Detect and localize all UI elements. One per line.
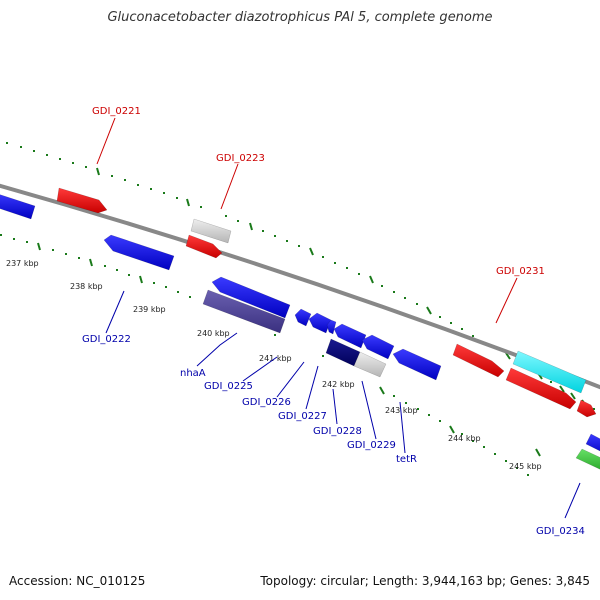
gene-gdi-0229[interactable] — [361, 334, 395, 360]
tick-label: 240 kbp — [197, 329, 230, 338]
label-gdi-0222: GDI_0222 — [82, 334, 131, 345]
gene-gdi-0235[interactable] — [585, 433, 600, 456]
tick-label: 244 kbp — [448, 434, 481, 443]
reverse-callouts — [105, 290, 581, 519]
gene-gdi-0229b[interactable] — [353, 351, 387, 378]
gene-gdi-0233b[interactable] — [576, 399, 597, 418]
label-gdi-0228: GDI_0228 — [313, 426, 362, 437]
accession-text: Accession: NC_010125 — [9, 574, 146, 588]
gene-gdi-0233[interactable] — [505, 367, 577, 410]
gene-gdi-0231[interactable] — [452, 343, 505, 378]
inner-tick-track — [0, 234, 529, 476]
inner-major-ticks — [37, 242, 541, 457]
label-gdi-0223: GDI_0223 — [216, 153, 265, 164]
tick-labels: 237 kbp 238 kbp 239 kbp 240 kbp 241 kbp … — [6, 259, 542, 471]
tick-label: 239 kbp — [133, 305, 166, 314]
label-gdi-0225: GDI_0225 — [204, 381, 253, 392]
gene-gdi-0225[interactable] — [294, 308, 312, 327]
label-gdi-0226: GDI_0226 — [242, 397, 291, 408]
forward-genes — [56, 187, 597, 418]
forward-callouts — [96, 117, 518, 324]
gene-gdi-0234[interactable] — [575, 448, 600, 474]
tick-label: 238 kbp — [70, 282, 103, 291]
gene-gdi-0232[interactable] — [512, 350, 587, 394]
gene-gdi-0221[interactable] — [56, 187, 108, 214]
tick-label: 242 kbp — [322, 380, 355, 389]
label-gdi-0227: GDI_0227 — [278, 411, 327, 422]
label-gdi-0221: GDI_0221 — [92, 106, 141, 117]
gene-tetR[interactable] — [392, 348, 442, 381]
gene-nhaA[interactable] — [211, 276, 291, 319]
gene-gdi-0223[interactable] — [190, 218, 232, 244]
gene-nhaA-upstream[interactable] — [202, 289, 286, 334]
genome-summary-text: Topology: circular; Length: 3,944,163 bp… — [260, 574, 590, 588]
label-nhaA: nhaA — [180, 368, 206, 379]
label-tetR: tetR — [396, 454, 417, 465]
forward-gene-labels: GDI_0221 GDI_0223 GDI_0231 — [92, 106, 545, 277]
label-gdi-0234: GDI_0234 — [536, 526, 585, 537]
reverse-gene-labels: GDI_0222 nhaA GDI_0225 GDI_0226 GDI_0227… — [82, 334, 585, 537]
gene-gdi-0228[interactable] — [333, 323, 367, 349]
gene-gdi-0227[interactable] — [326, 319, 337, 335]
gene-gdi-0220[interactable] — [0, 193, 36, 220]
tick-label: 245 kbp — [509, 462, 542, 471]
gene-gdi-0224[interactable] — [185, 234, 223, 259]
label-gdi-0231: GDI_0231 — [496, 266, 545, 277]
reverse-genes — [0, 193, 600, 474]
tick-label: 237 kbp — [6, 259, 39, 268]
label-gdi-0229: GDI_0229 — [347, 440, 396, 451]
gene-gdi-0226[interactable] — [308, 312, 332, 334]
map-title: Gluconacetobacter diazotrophicus PAl 5, … — [107, 10, 493, 25]
gene-gdi-0222[interactable] — [103, 234, 175, 271]
